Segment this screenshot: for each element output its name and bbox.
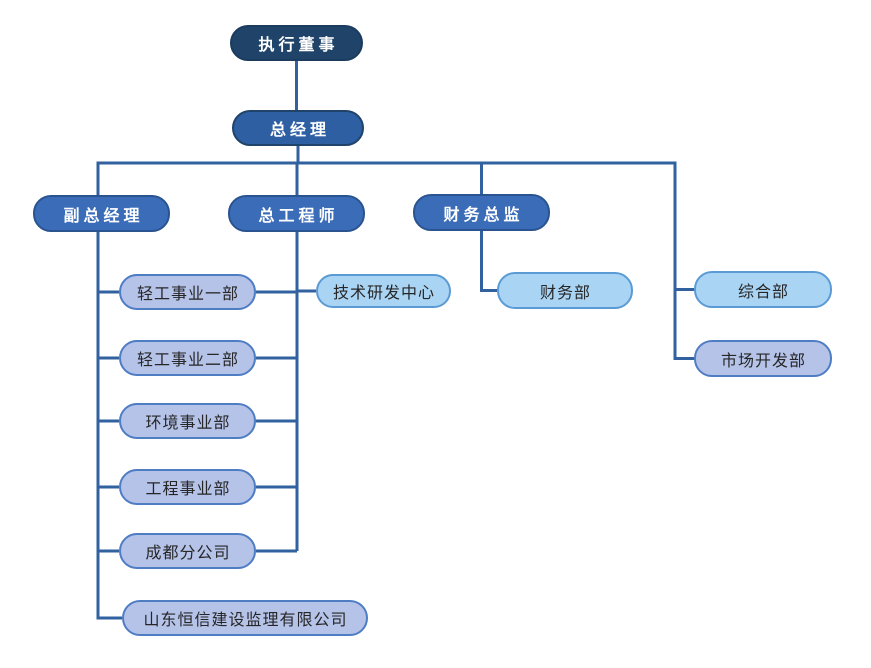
node-general-dept: 综合部 bbox=[694, 271, 832, 308]
node-chief-engineer: 总工程师 bbox=[228, 195, 365, 232]
node-market-dev-dept: 市场开发部 bbox=[694, 340, 832, 377]
node-engineering-div: 工程事业部 bbox=[119, 469, 256, 505]
node-shandong-hengxin: 山东恒信建设监理有限公司 bbox=[122, 600, 368, 636]
connector bbox=[480, 231, 497, 292]
node-light-industry-div-1: 轻工事业一部 bbox=[119, 274, 256, 310]
node-finance-director: 财务总监 bbox=[413, 194, 550, 231]
node-light-industry-div-2: 轻工事业二部 bbox=[119, 340, 256, 376]
node-executive-director: 执行董事 bbox=[230, 25, 363, 61]
node-environment-div: 环境事业部 bbox=[119, 403, 256, 439]
node-general-manager: 总经理 bbox=[232, 110, 364, 146]
node-finance-dept: 财务部 bbox=[497, 272, 633, 309]
node-tech-rd-center: 技术研发中心 bbox=[316, 274, 451, 308]
connector bbox=[673, 161, 694, 360]
node-deputy-general-manager: 副总经理 bbox=[33, 195, 170, 232]
node-chengdu-branch: 成都分公司 bbox=[119, 533, 256, 569]
connector bbox=[96, 232, 122, 620]
